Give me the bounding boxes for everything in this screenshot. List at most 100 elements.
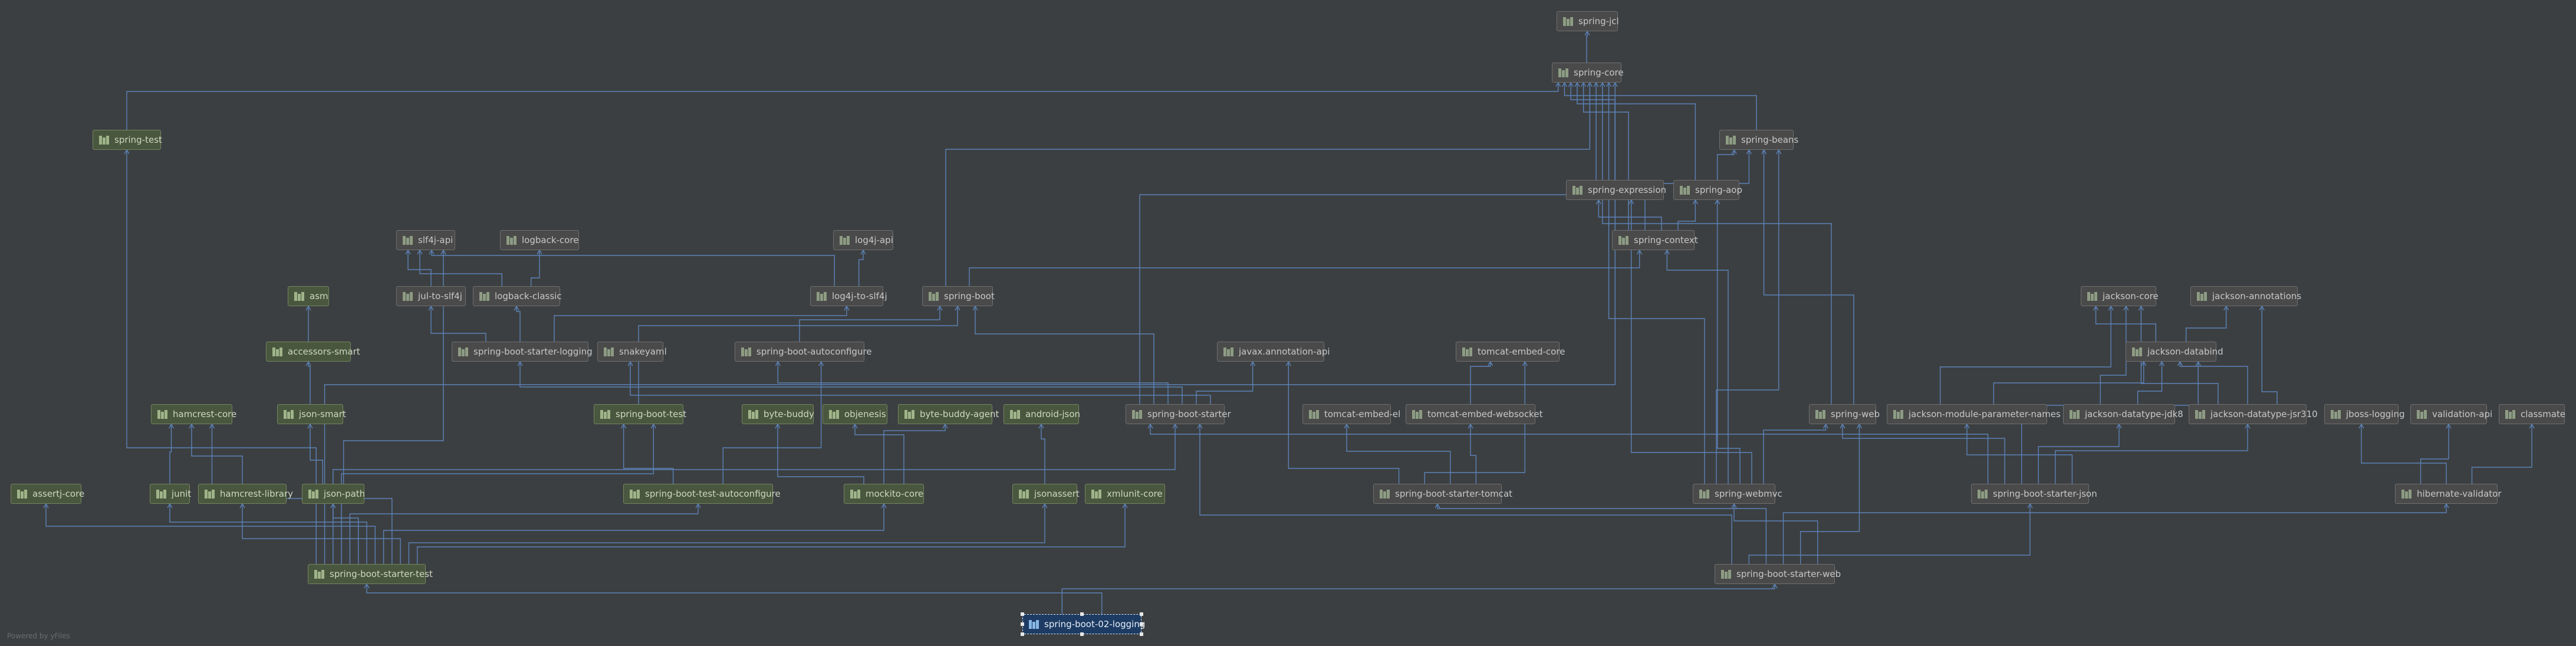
library-icon xyxy=(506,235,517,245)
node-jackson-datatype-jsr310[interactable]: jackson-datatype-jsr310 xyxy=(2189,404,2318,424)
node-jackson-datatype-jdk8[interactable]: jackson-datatype-jdk8 xyxy=(2063,404,2183,424)
node-label: jboss-logging xyxy=(2346,409,2405,419)
node-log4j-api[interactable]: log4j-api xyxy=(833,230,893,250)
node-tomcat-embed-el[interactable]: tomcat-embed-el xyxy=(1302,404,1400,424)
node-label: junit xyxy=(172,488,192,499)
node-spring-boot[interactable]: spring-boot xyxy=(922,286,995,306)
node-spring-boot-starter-json[interactable]: spring-boot-starter-json xyxy=(1971,484,2097,504)
edge-arrowhead xyxy=(1606,81,1612,87)
selection-handle[interactable] xyxy=(1140,632,1143,636)
node-validation-api[interactable]: validation-api xyxy=(2410,404,2492,424)
node-spring-jcl[interactable]: spring-jcl xyxy=(1557,11,1619,31)
dependency-edge xyxy=(1583,83,1629,230)
node-spring-web[interactable]: spring-web xyxy=(1809,404,1880,424)
node-snakeyaml[interactable]: snakeyaml xyxy=(597,342,667,362)
node-jackson-databind[interactable]: jackson-databind xyxy=(2126,342,2223,362)
edge-arrowhead xyxy=(537,249,542,255)
node-byte-buddy-agent[interactable]: byte-buddy-agent xyxy=(898,404,999,424)
edge-arrowhead xyxy=(844,305,850,311)
edge-arrowhead xyxy=(852,423,858,429)
node-log4j-to-slf4j[interactable]: log4j-to-slf4j xyxy=(810,286,887,306)
node-jsonassert[interactable]: jsonassert xyxy=(1012,484,1080,504)
node-tomcat-embed-websocket[interactable]: tomcat-embed-websocket xyxy=(1406,404,1542,424)
node-spring-test[interactable]: spring-test xyxy=(93,130,162,150)
library-icon xyxy=(904,409,915,419)
node-android-json[interactable]: android-json xyxy=(1004,404,1080,424)
node-assertj-core[interactable]: assertj-core xyxy=(11,484,84,504)
dependency-edge xyxy=(777,362,1169,404)
node-mockito-core[interactable]: mockito-core xyxy=(844,484,924,504)
node-label: spring-boot-starter-test xyxy=(330,569,433,579)
edge-arrowhead xyxy=(695,503,701,509)
node-logback-classic[interactable]: logback-classic xyxy=(473,286,562,306)
node-jackson-module-parameter-names[interactable]: jackson-module-parameter-names xyxy=(1887,404,2061,424)
node-spring-expression[interactable]: spring-expression xyxy=(1566,180,1666,200)
dependency-edge xyxy=(1748,504,2031,564)
node-jul-to-slf4j[interactable]: jul-to-slf4j xyxy=(396,286,466,306)
node-spring-boot-starter[interactable]: spring-boot-starter xyxy=(1126,404,1231,424)
edge-arrowhead xyxy=(1584,30,1590,36)
node-logback-core[interactable]: logback-core xyxy=(500,230,579,250)
node-spring-boot-starter-logging[interactable]: spring-boot-starter-logging xyxy=(452,342,593,362)
node-accessors-smart[interactable]: accessors-smart xyxy=(266,342,360,362)
node-objenesis[interactable]: objenesis xyxy=(823,404,887,424)
node-label: spring-boot-starter-logging xyxy=(473,346,593,357)
selection-handle[interactable] xyxy=(1140,612,1143,616)
node-xmlunit-core[interactable]: xmlunit-core xyxy=(1085,484,1165,504)
node-jackson-core[interactable]: jackson-core xyxy=(2081,286,2159,306)
node-slf4j-api[interactable]: slf4j-api xyxy=(396,230,455,250)
dependency-edge xyxy=(1061,584,1775,614)
node-tomcat-embed-core[interactable]: tomcat-embed-core xyxy=(1456,342,1565,362)
node-spring-boot-autoconfigure[interactable]: spring-boot-autoconfigure xyxy=(735,342,872,362)
node-spring-beans[interactable]: spring-beans xyxy=(1719,130,1798,150)
node-asm[interactable]: asm xyxy=(288,286,329,306)
node-spring-aop[interactable]: spring-aop xyxy=(1673,180,1742,200)
node-label: hamcrest-core xyxy=(173,409,237,419)
node-spring-core[interactable]: spring-core xyxy=(1552,63,1624,83)
node-spring-boot-starter-tomcat[interactable]: spring-boot-starter-tomcat xyxy=(1373,484,1512,504)
node-spring-webmvc[interactable]: spring-webmvc xyxy=(1693,484,1782,504)
node-hamcrest-library[interactable]: hamcrest-library xyxy=(198,484,293,504)
node-label: javax.annotation-api xyxy=(1239,346,1330,357)
node-javax-annotation-api[interactable]: javax.annotation-api xyxy=(1217,342,1330,362)
node-junit[interactable]: junit xyxy=(150,484,192,504)
dependency-edge xyxy=(1598,200,1662,230)
node-hamcrest-core[interactable]: hamcrest-core xyxy=(151,404,236,424)
edge-arrowhead xyxy=(972,305,978,311)
edge-arrowhead xyxy=(1250,360,1256,366)
library-icon xyxy=(630,489,640,499)
node-spring-boot-test-autoconfigure[interactable]: spring-boot-test-autoconfigure xyxy=(623,484,781,504)
node-spring-boot-starter-web[interactable]: spring-boot-starter-web xyxy=(1715,564,1841,584)
node-json-path[interactable]: json-path xyxy=(302,484,366,504)
dependency-edge xyxy=(1150,424,1989,484)
node-spring-boot-starter-test[interactable]: spring-boot-starter-test xyxy=(308,564,433,584)
dependency-edge xyxy=(2361,424,2447,484)
edge-arrowhead xyxy=(1568,81,1574,87)
dependency-edge xyxy=(1716,150,1735,180)
selection-handle[interactable] xyxy=(1021,632,1024,636)
node-label: jackson-databind xyxy=(2147,346,2223,357)
selection-handle[interactable] xyxy=(1140,622,1143,626)
node-spring-boot-test[interactable]: spring-boot-test xyxy=(594,404,686,424)
library-icon xyxy=(1380,489,1390,499)
dependency-edge xyxy=(343,250,444,484)
node-jboss-logging[interactable]: jboss-logging xyxy=(2324,404,2405,424)
selection-handle[interactable] xyxy=(1021,622,1024,626)
node-hibernate-validator[interactable]: hibernate-validator xyxy=(2395,484,2502,504)
dependency-edge xyxy=(638,306,958,404)
node-jackson-annotations[interactable]: jackson-annotations xyxy=(2190,286,2301,306)
selection-handle[interactable] xyxy=(1080,632,1084,636)
selection-handle[interactable] xyxy=(1021,612,1024,616)
selection-handle[interactable] xyxy=(1080,612,1084,616)
edge-arrowhead xyxy=(942,423,948,429)
node-label: spring-boot-autoconfigure xyxy=(756,346,872,357)
node-spring-context[interactable]: spring-context xyxy=(1612,230,1698,250)
node-byte-buddy[interactable]: byte-buddy xyxy=(742,404,814,424)
node-label: json-path xyxy=(324,488,366,499)
dependency-edge xyxy=(1608,83,1705,484)
edge-arrowhead xyxy=(627,360,633,366)
node-classmate[interactable]: classmate xyxy=(2499,404,2565,424)
node-spring-boot-02-logging[interactable]: spring-boot-02-logging xyxy=(1022,614,1145,634)
node-json-smart[interactable]: json-smart xyxy=(277,404,346,424)
